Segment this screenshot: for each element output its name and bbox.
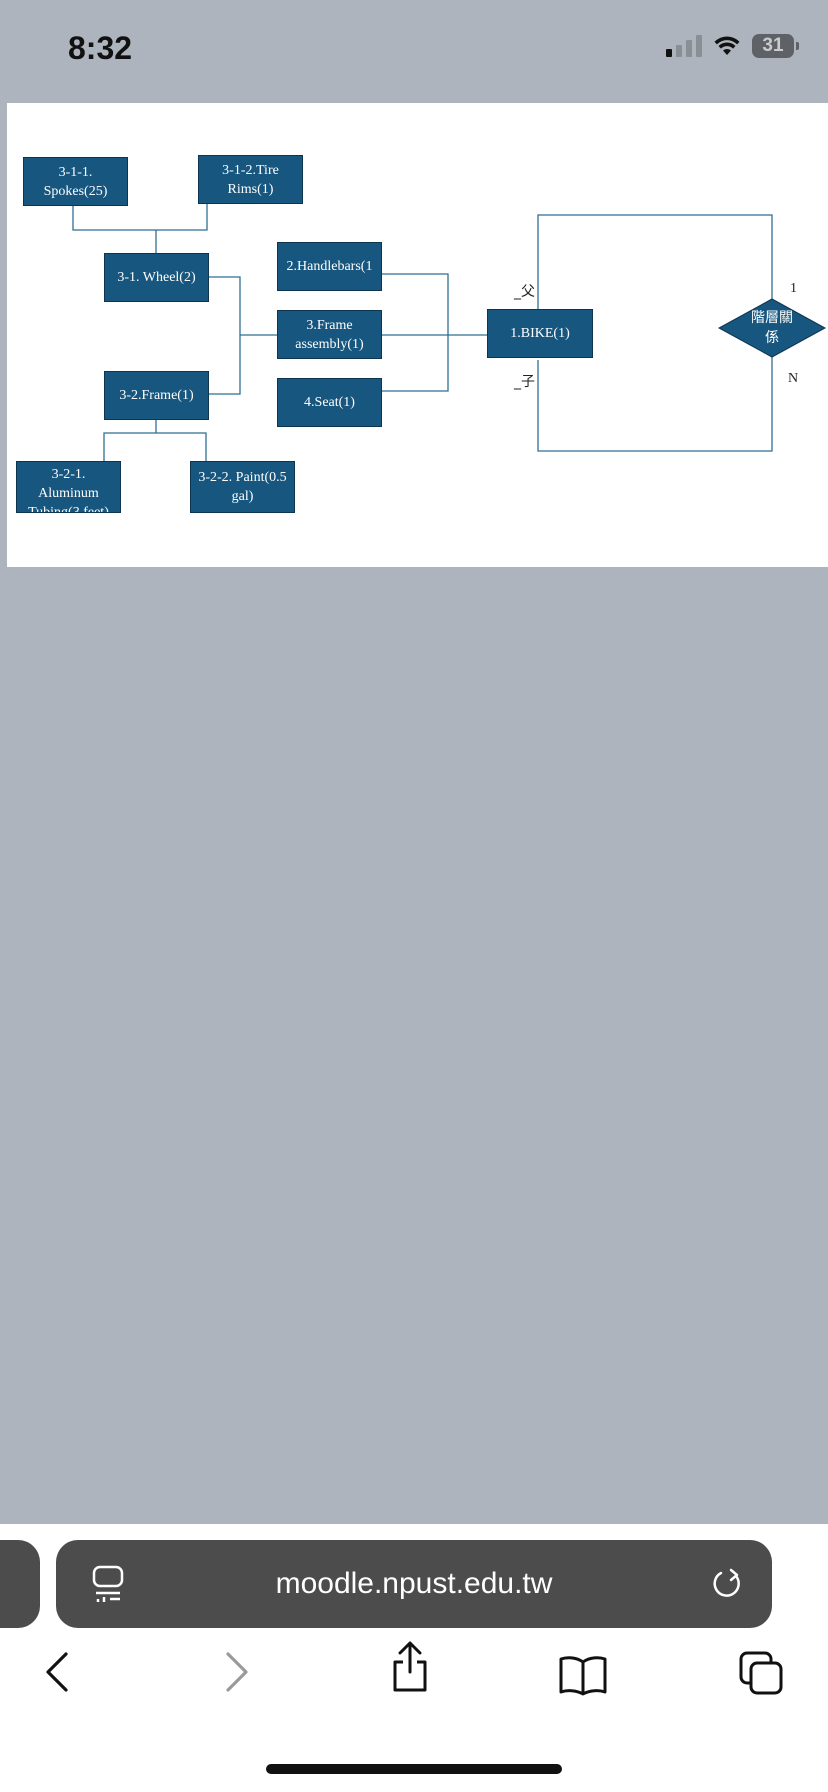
tabs-icon[interactable] (738, 1650, 786, 1698)
status-icons: 31 (666, 34, 799, 58)
parent-label: _父 (514, 284, 535, 300)
bookmarks-icon[interactable] (558, 1654, 608, 1696)
relation-diamond (717, 298, 827, 358)
status-time: 8:32 (68, 30, 133, 66)
url-text[interactable]: moodle.npust.edu.tw (275, 1567, 553, 1600)
forward-icon[interactable] (222, 1650, 252, 1694)
connector-lines (72, 203, 827, 463)
box-seat: 4.Seat(1) (277, 378, 382, 427)
box-frame: 3-2.Frame(1) (104, 371, 209, 420)
cardinality-one: 1 (790, 281, 797, 296)
battery-level: 31 (762, 35, 784, 56)
diagram-canvas: 3-1-1. Spokes(25) 3-1-2.Tire Rims(1) 3-1… (7, 103, 828, 567)
relation-label: 階層關 係 (751, 310, 793, 346)
cardinality-many: N (788, 371, 799, 386)
back-icon[interactable] (42, 1650, 72, 1694)
box-tire-rims: 3-1-2.Tire Rims(1) (198, 155, 303, 204)
cellular-signal-icon (666, 35, 702, 57)
child-label: _子 (514, 374, 535, 390)
box-wheel: 3-1. Wheel(2) (104, 253, 209, 302)
box-bike: 1.BIKE(1) (487, 309, 593, 358)
box-aluminum-tubing: 3-2-1. Aluminum Tubing(3 feet) (16, 461, 121, 513)
address-bar[interactable]: moodle.npust.edu.tw (56, 1540, 772, 1628)
box-paint: 3-2-2. Paint(0.5 gal) (190, 461, 295, 513)
home-indicator (266, 1764, 562, 1774)
battery-icon: 31 (752, 34, 799, 58)
box-spokes: 3-1-1. Spokes(25) (23, 157, 128, 206)
box-frame-assembly: 3.Frame assembly(1) (277, 310, 382, 359)
box-handlebars: 2.Handlebars(1 (277, 242, 382, 291)
reload-icon[interactable] (708, 1564, 746, 1604)
previous-tab-peek[interactable] (0, 1540, 40, 1628)
wifi-icon (714, 36, 740, 55)
page-menu-icon[interactable] (90, 1564, 128, 1604)
share-icon[interactable] (388, 1640, 432, 1694)
